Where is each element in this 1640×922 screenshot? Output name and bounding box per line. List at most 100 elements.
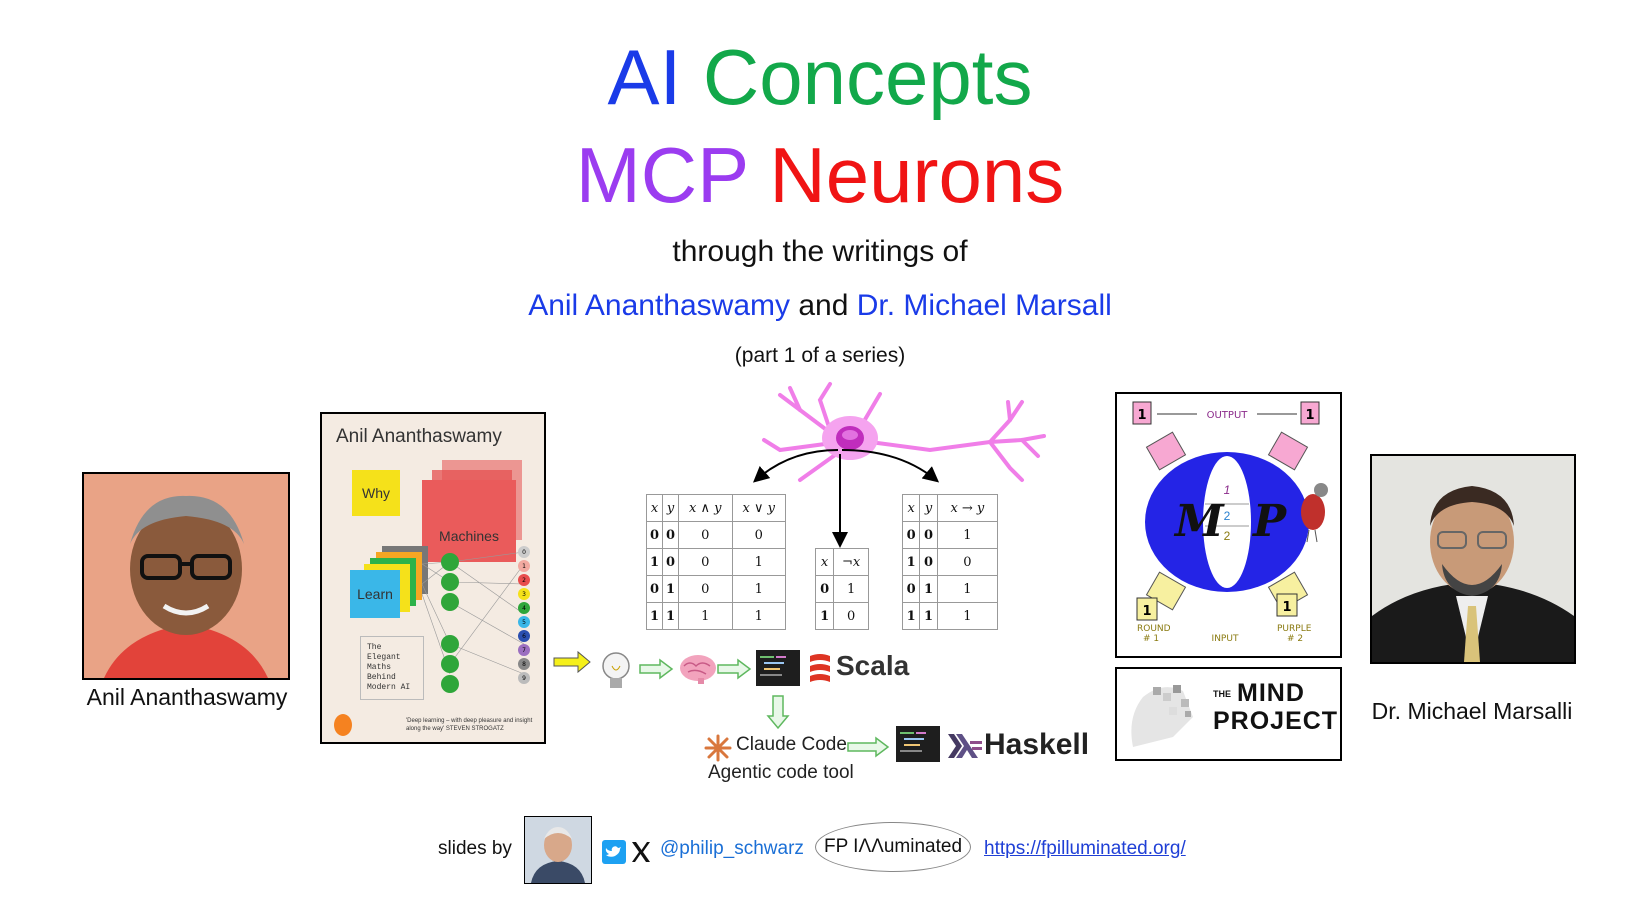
cell: 0 [833, 602, 869, 630]
book-small-line-3: Maths [367, 663, 392, 672]
mind-project: PROJECT [1213, 707, 1339, 735]
title-concepts: Concepts [702, 33, 1033, 121]
brain-icon [680, 655, 716, 684]
mcp-output-1-left: 1 [1137, 408, 1146, 423]
cell: 0 [901, 575, 921, 603]
slides-by-label: slides by [438, 838, 512, 859]
neuron-arrows [752, 449, 940, 548]
pixel-head-icon [1131, 685, 1193, 747]
book-digit-1: 1 [522, 563, 526, 570]
haskell-logo-icon [948, 734, 982, 758]
title-mcp: MCP [575, 131, 748, 219]
book-digit-6: 6 [522, 633, 526, 640]
cell: 1 [645, 548, 664, 576]
mcp-inner-2b: 2 [1224, 529, 1231, 543]
twitter-handle[interactable]: @philip_schwarz [660, 838, 804, 859]
bird-icon [1301, 483, 1328, 543]
book-small-line-4: Behind [367, 673, 396, 682]
cell: 0 [645, 521, 664, 549]
marsalli-caption: Dr. Michael Marsalli [1371, 698, 1573, 724]
green-arrow-icon [847, 736, 890, 758]
cell: 1 [936, 521, 999, 549]
book-small-line-2: Elegant [367, 653, 401, 662]
mind-mind: MIND [1237, 679, 1305, 707]
claude-code-label: Claude Code [736, 734, 847, 755]
philip-avatar [524, 816, 592, 884]
twitter-icon[interactable] [602, 840, 626, 864]
subtitle: through the writings of [672, 235, 968, 268]
cell: 1 [678, 602, 733, 630]
cell: 1 [814, 602, 835, 630]
penguin-logo-icon [334, 714, 352, 736]
part-label: (part 1 of a series) [734, 344, 906, 367]
cell: 1 [731, 602, 787, 630]
cell: 1 [662, 602, 680, 630]
mcp-output-label: OUTPUT [1207, 410, 1249, 421]
cell: 1 [662, 575, 680, 603]
cell: 1 [645, 602, 664, 630]
title-neurons: Neurons [769, 131, 1065, 219]
book-network-icon: 0 1 2 3 4 5 6 7 8 9 [421, 546, 530, 693]
website-link[interactable]: https://fpilluminated.org/ [984, 838, 1186, 859]
mcp-inner-2a: 2 [1224, 509, 1231, 523]
implies-header-y: y [919, 494, 938, 522]
not-header-notx: ¬x [833, 548, 869, 576]
mcp-letter-p: P [1251, 496, 1288, 547]
cell: 0 [678, 575, 733, 603]
scala-logo-icon [810, 654, 830, 682]
cell: 0 [919, 548, 938, 576]
title-line-1: AI Concepts [0, 32, 1640, 122]
mcp-input-label: INPUT [1212, 634, 1239, 644]
cell: 1 [833, 575, 869, 603]
mcp-round-label: ROUND [1137, 624, 1171, 634]
mcp-letter-m: M [1173, 496, 1225, 547]
mcp-inner-1: 1 [1224, 483, 1231, 497]
code-editor-icon [896, 726, 940, 762]
cell: 0 [662, 521, 680, 549]
authors-line: Anil Ananthaswamy and Dr. Michael Marsal… [0, 286, 1640, 326]
x-logo-icon[interactable] [630, 840, 652, 864]
scala-label: Scala [836, 650, 910, 681]
cell: 1 [919, 602, 938, 630]
cell: 0 [901, 521, 921, 549]
book-digit-7: 7 [522, 647, 526, 654]
book-digit-9: 9 [522, 675, 526, 682]
fp-illuminated-badge: FP IΛΛuminated [815, 822, 971, 872]
cell: 0 [731, 521, 787, 549]
cell: 1 [731, 548, 787, 576]
marsalli-photo [1370, 454, 1576, 664]
book-author: Anil Ananthaswamy [336, 426, 502, 447]
lightbulb-icon [602, 652, 630, 688]
cell: 1 [936, 602, 999, 630]
mcp-diagram: 1 1 OUTPUT 1 2 2 M P 1 1 ROUND # 1 INPUT… [1115, 392, 1342, 658]
mcp-purple-num: # 2 [1287, 634, 1303, 644]
down-arrow-icon [766, 695, 790, 730]
book-digit-2: 2 [522, 577, 526, 584]
implies-header-imp: x → y [936, 494, 999, 522]
and-or-header-y: y [662, 494, 680, 522]
book-learn: Learn [350, 570, 400, 618]
cell: 0 [678, 521, 733, 549]
and-or-header-x: x [645, 494, 664, 522]
book-why: Why [352, 470, 400, 516]
and-or-header-or: x ∨ y [731, 494, 787, 522]
author-anil: Anil Ananthaswamy [528, 289, 790, 322]
book-digit-4: 4 [522, 605, 526, 612]
green-arrow-icon [639, 658, 674, 680]
not-header-x: x [814, 548, 835, 576]
and-or-header-and: x ∧ y [678, 494, 733, 522]
claude-logo-icon [704, 734, 732, 762]
mind-the: THE [1213, 689, 1231, 699]
agentic-tool-label: Agentic code tool [708, 762, 854, 783]
book-small-title: The Elegant Maths Behind Modern AI [360, 636, 424, 700]
book-quote: 'Deep learning – with deep pleasure and … [406, 718, 533, 732]
book-small-line-5: Modern AI [367, 683, 411, 692]
